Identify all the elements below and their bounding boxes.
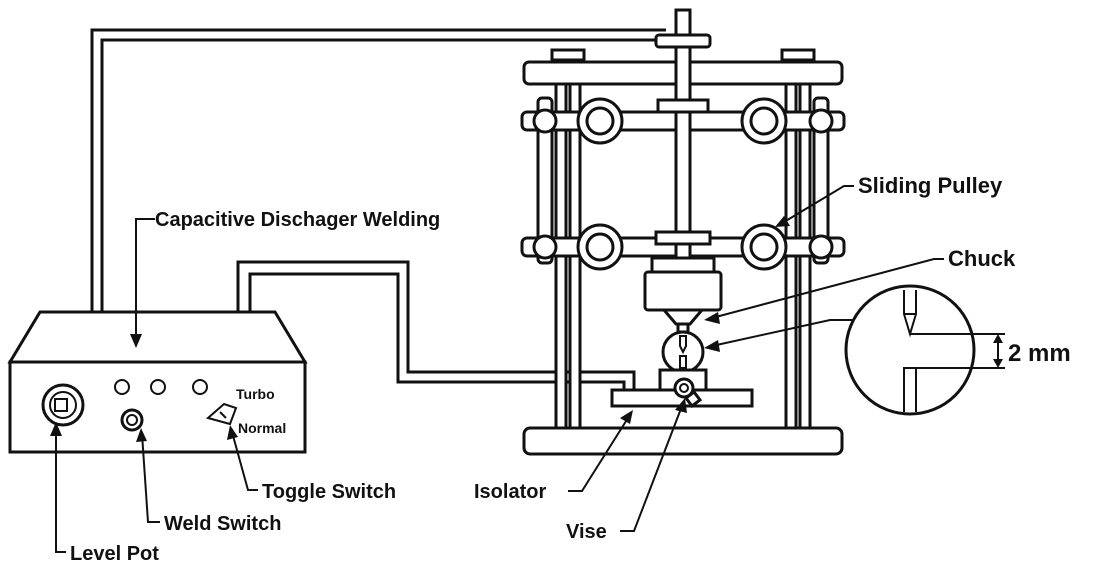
isolator-leader <box>568 417 629 492</box>
weld-switch-label: Weld Switch <box>164 513 281 535</box>
top-cable <box>90 28 666 312</box>
indicator-lamp-3 <box>192 379 208 395</box>
sliding-pulley-leader <box>783 185 854 223</box>
pulley-lower-left <box>576 223 624 271</box>
detail-arrow <box>704 340 720 352</box>
toggle-switch-arrow <box>227 425 238 440</box>
vise-leader <box>620 405 683 532</box>
pulley-upper-left <box>576 97 624 145</box>
capacitive-leader <box>135 218 155 340</box>
indicator-lamp-2 <box>150 379 166 395</box>
detail-leader <box>711 319 852 347</box>
sliding-pulley-arrow <box>775 216 790 227</box>
welder-box <box>7 310 308 454</box>
workpiece-detail <box>661 330 705 374</box>
center-shaft <box>654 8 712 282</box>
indicator-lamp-1 <box>114 379 130 395</box>
vise-label: Vise <box>566 521 607 543</box>
toggle-switch-label: Toggle Switch <box>262 481 396 503</box>
capacitive-arrow <box>130 334 142 348</box>
weld-switch[interactable] <box>120 408 144 432</box>
level-pot-label: Level Pot <box>70 543 159 565</box>
rod-end-lr <box>808 234 834 260</box>
rod-end-ur <box>808 108 834 134</box>
chuck-leader <box>711 258 944 319</box>
toggle-switch-leader <box>231 431 258 491</box>
toggle-switch[interactable] <box>205 402 238 426</box>
chuck <box>643 230 723 334</box>
rod-end-ul <box>532 108 558 134</box>
level-pot-leader <box>55 430 66 553</box>
weld-switch-arrow <box>136 428 147 442</box>
chuck-arrow <box>704 312 720 324</box>
turbo-label: Turbo <box>236 386 275 402</box>
chuck-label: Chuck <box>948 246 1016 271</box>
sliding-pulley-label: Sliding Pulley <box>858 173 1003 198</box>
pulley-lower-right <box>740 223 788 271</box>
vise-arrow <box>675 398 687 413</box>
isolator-label: Isolator <box>474 481 546 503</box>
capacitive-label: Capacitive Dischager Welding <box>155 209 440 231</box>
pulley-upper-right <box>740 97 788 145</box>
gap-label: 2 mm <box>1008 340 1071 367</box>
normal-label: Normal <box>238 420 286 436</box>
magnified-gap-detail <box>844 284 1005 416</box>
isolator-arrow <box>620 410 633 424</box>
vise <box>658 368 708 409</box>
level-pot-arrow <box>50 422 62 436</box>
weld-switch-leader <box>141 433 160 523</box>
bottom-cable <box>236 260 636 390</box>
level-pot-knob[interactable] <box>41 383 85 427</box>
rod-end-ll <box>532 234 558 260</box>
